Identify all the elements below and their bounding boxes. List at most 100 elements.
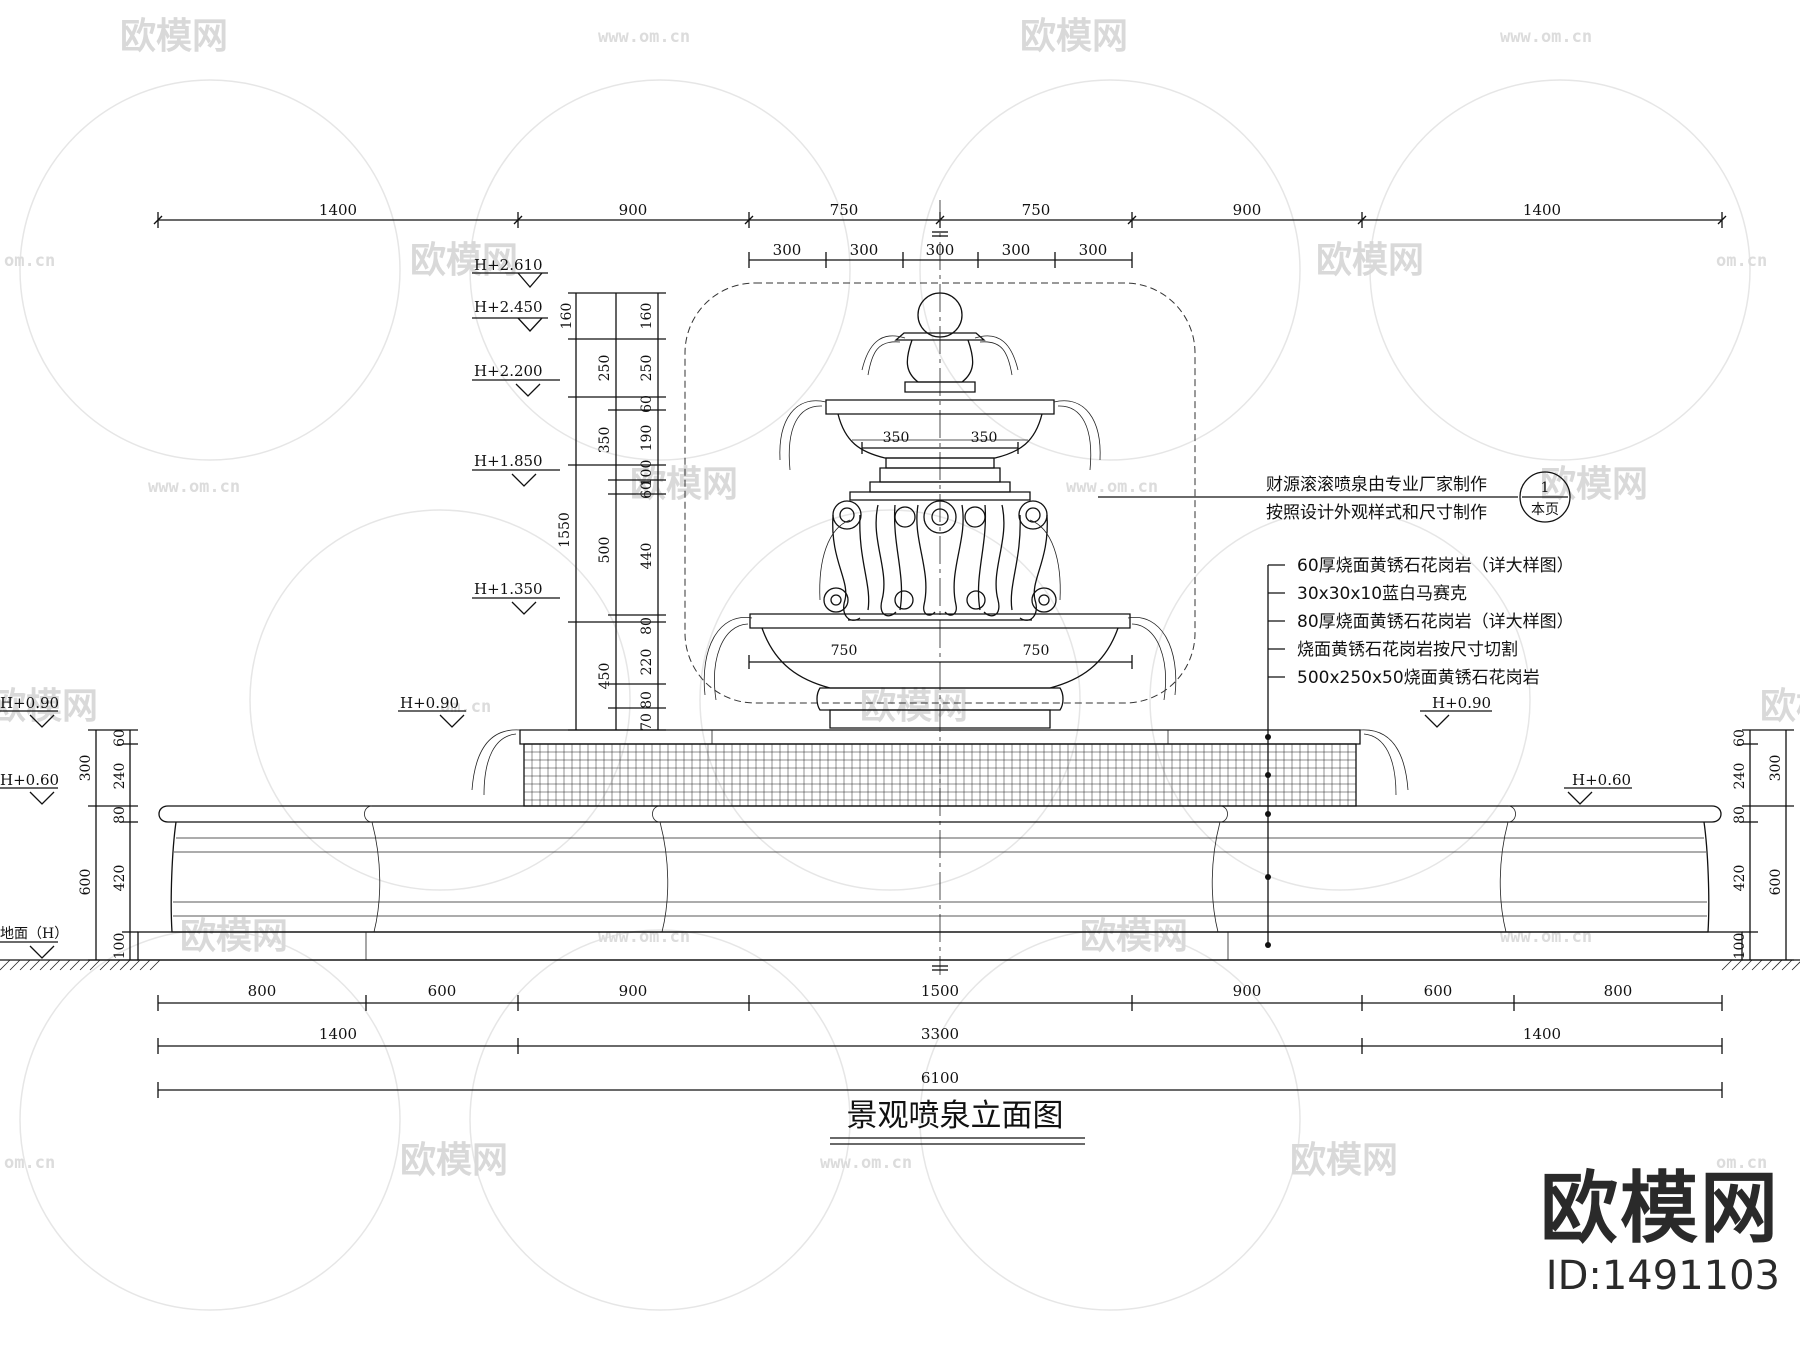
drawing-title-block: 景观喷泉立面图 [830,1098,1085,1145]
note-line: 财源滚滚喷泉由专业厂家制作 [1266,475,1487,495]
brand-block: 欧模网 ID:1491103 [1510,1165,1780,1299]
material-label: 烧面黄锈石花岗岩按尺寸切割 [1297,640,1518,660]
vdim: 70 [639,713,655,731]
vdim: 500 [597,537,613,564]
dim-label: 800 [1604,982,1633,1000]
dim-label: 900 [1233,982,1262,1000]
vdim: 80 [639,617,655,635]
dim-label: 3300 [921,1025,959,1043]
watermark-logo: 欧模网 [1316,240,1424,281]
watermark-logo: 欧模网 [180,916,288,957]
vdim: 80 [639,691,655,709]
watermark-url: om.cn [1716,251,1767,271]
watermark-logo: 欧模网 [120,16,228,57]
vdim: 440 [639,543,655,570]
vdim: 160 [559,303,575,330]
side-dim: 80 [112,806,128,824]
elevation-label: H+0.90 [1432,694,1491,712]
side-dim: 80 [1732,806,1748,824]
vdim: 250 [597,355,613,382]
material-leader: 60厚烧面黄锈石花岗岩（详大样图） 30x30x10蓝白马赛克 80厚烧面黄锈石… [1265,556,1574,948]
vdim: 450 [597,663,613,690]
watermark-logo: 欧模网 [1080,916,1188,957]
watermark-url: www.om.cn [148,477,240,497]
side-total: 600 [1768,869,1784,896]
watermark-url: www.om.cn [598,927,690,947]
note-line: 按照设计外观样式和尺寸制作 [1266,503,1487,523]
side-total: 600 [78,869,94,896]
watermark-arcs [19,79,1751,1311]
dim-label: 1400 [319,1025,357,1043]
elevation-label: H+1.350 [474,580,543,598]
dim-label: 600 [428,982,457,1000]
watermark-url: www.om.cn [1500,27,1592,47]
elevation-markers: H+2.610 H+2.450 H+2.200 H+1.850 H+1.350 … [0,256,1632,959]
vdim: 60 [639,395,655,413]
watermark-url: www.om.cn [1500,927,1592,947]
elevation-label: H+1.850 [474,452,543,470]
watermark-logo: 欧模网 [860,686,968,727]
dim-label: 800 [248,982,277,1000]
watermark-url: om.cn [4,1153,55,1173]
fountain-body [471,292,1409,796]
spray-envelope [684,282,1196,704]
dim-label: 900 [1233,201,1262,219]
dim-label: 1400 [319,201,357,219]
elevation-label: H+0.90 [0,694,59,712]
note-callout: 财源滚滚喷泉由专业厂家制作 按照设计外观样式和尺寸制作 1 本页 [1098,471,1571,523]
vdim: 100 [639,460,655,487]
vdim: 160 [639,303,655,330]
dim-label: 750 [1022,201,1051,219]
watermark-url: om.cn [440,697,491,717]
detail-ref-number: 1 [1541,480,1550,496]
bowl-dim: 350 [883,430,910,446]
watermark-url: om.cn [4,251,55,271]
watermark-logo: 欧模网 [1760,686,1800,727]
watermark-url: om.cn [1716,1153,1767,1173]
material-label: 80厚烧面黄锈石花岗岩（详大样图） [1297,612,1574,632]
elevation-label: H+2.450 [474,298,543,316]
vdim: 60 [639,481,655,499]
side-total: 300 [1768,755,1784,782]
ground-label: 地面（H） [0,926,68,942]
material-label: 500x250x50烧面黄锈石花岗岩 [1297,668,1540,688]
dim-label: 6100 [921,1069,959,1087]
elevation-label: H+0.60 [0,771,59,789]
side-dim: 100 [1732,933,1748,960]
watermark-logo: 欧模网 [630,464,738,505]
dim-label: 900 [619,982,648,1000]
side-dim: 100 [112,933,128,960]
watermark-url: www.om.cn [1066,477,1158,497]
detail-ref-circle [1519,471,1571,523]
total-height: 1550 [557,512,573,548]
dim-label: 300 [850,241,879,259]
elevation-label: H+0.60 [1572,771,1631,789]
left-vertical-dims: 160 250 350 500 450 1550 160 250 60 190 … [557,292,666,731]
watermark-url: www.om.cn [820,1153,912,1173]
bowl-dims: 350 350 750 750 [748,430,1133,669]
watermarks: 欧模网 www.om.cn 欧模网 www.om.cn om.cn 欧模网 欧模… [0,16,1800,1181]
bowl-dim: 350 [971,430,998,446]
dim-label: 300 [773,241,802,259]
side-dim: 240 [112,763,128,790]
side-total: 300 [78,755,94,782]
brand-id: ID:1491103 [1545,1253,1780,1299]
side-dim: 60 [1732,729,1748,747]
watermark-logo: 欧模网 [1540,464,1648,505]
bottom-dimension-chains: 800 600 900 1500 900 600 800 1400 3300 1… [157,982,1723,1098]
dim-label: 1400 [1523,1025,1561,1043]
vdim: 220 [639,649,655,676]
drawing-title: 景观喷泉立面图 [847,1098,1064,1134]
vdim: 350 [597,427,613,454]
side-dim: 60 [112,729,128,747]
dim-label: 300 [1079,241,1108,259]
watermark-logo: 欧模网 [410,240,518,281]
dim-label: 1400 [1523,201,1561,219]
mosaic-pool [519,729,1361,807]
side-dim: 240 [1732,763,1748,790]
material-label: 30x30x10蓝白马赛克 [1297,583,1467,604]
watermark-url: www.om.cn [598,27,690,47]
elevation-label: H+0.90 [400,694,459,712]
center-marks [932,231,948,971]
